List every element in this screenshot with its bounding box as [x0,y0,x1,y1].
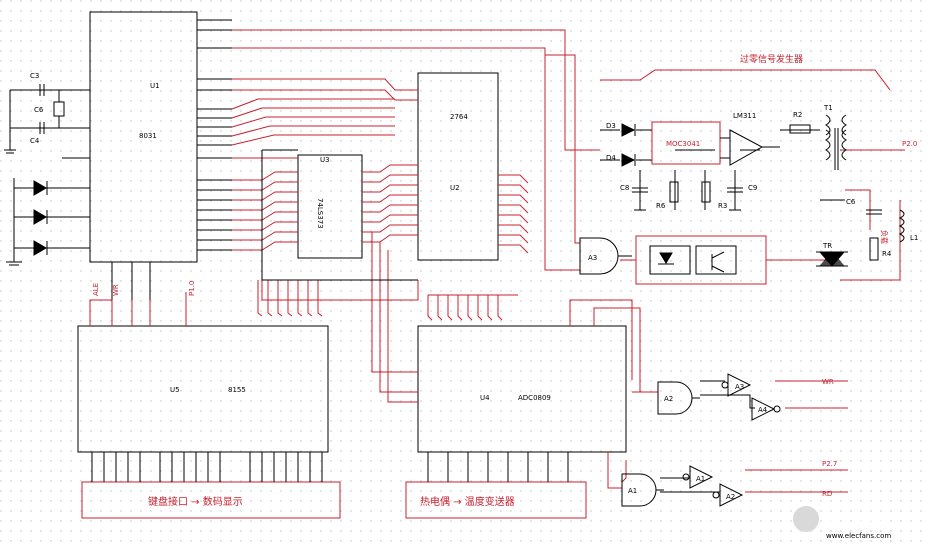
svg-text:L1: L1 [910,234,918,242]
triac [816,251,848,267]
bridge-diodes [621,123,652,167]
svg-text:2764: 2764 [450,113,468,121]
transformer [789,114,847,170]
chip-adc0809: U4 ADC0809 [417,325,627,453]
svg-text:TR: TR [822,242,832,250]
svg-text:WR: WR [822,378,834,386]
svg-text:负载: 负载 [880,230,889,244]
svg-text:www.elecfans.com: www.elecfans.com [826,532,891,540]
u1-ref: U1 [150,82,160,90]
svg-text:A3: A3 [735,383,744,391]
chip-bottom-pins [91,452,569,482]
svg-text:A2: A2 [664,395,673,403]
svg-text:C4: C4 [30,137,40,145]
svg-text:ADC0809: ADC0809 [518,394,551,402]
chip-8155: U5 8155 [77,325,329,453]
svg-text:C9: C9 [748,184,757,192]
optocoupler [649,245,737,275]
zero-crossing-title: 过零信号发生器 [740,53,803,65]
passive-components [632,181,882,261]
svg-text:WR: WR [112,284,120,296]
chip-u3-latch: U3 74LS373 [297,154,363,259]
inverters [682,373,781,507]
svg-text:A4: A4 [758,406,768,414]
watermark-logo: 电子发烧友 www.elecfans.com [793,506,891,540]
and-gate-a3 [579,237,632,275]
svg-text:C3: C3 [30,72,39,80]
svg-text:A1: A1 [696,475,705,483]
thermocouple-box-label: 热电偶 → 温度变送器 [420,495,515,508]
and-gate-a1 [621,473,664,507]
load-coil [898,209,905,243]
crystal-oscillator [4,84,65,154]
svg-text:RD: RD [822,490,832,498]
chip-u2-eprom: 2764 U2 [417,72,499,261]
svg-text:D3: D3 [606,122,616,130]
led-array [6,178,62,266]
svg-text:A3: A3 [588,254,597,262]
svg-text:8155: 8155 [228,386,246,394]
svg-text:A2: A2 [726,493,735,501]
svg-text:MOC3041: MOC3041 [666,140,700,148]
red-wiring [81,29,905,519]
svg-text:ALE: ALE [92,283,100,296]
svg-text:电子发烧友: 电子发烧友 [826,512,891,528]
svg-text:C6: C6 [34,106,44,114]
svg-text:C8: C8 [620,184,629,192]
svg-text:A1: A1 [628,487,637,495]
svg-text:P1.0: P1.0 [188,281,196,296]
moc-box [651,121,721,165]
svg-text:T1: T1 [823,104,833,112]
svg-text:R2: R2 [793,111,802,119]
svg-text:U3: U3 [320,156,330,164]
svg-text:P2.7: P2.7 [822,460,837,468]
svg-text:C6: C6 [846,198,856,206]
and-gate-a2 [657,381,700,415]
comparator-lm311 [720,129,780,166]
u1-chip: 8031 [139,132,157,140]
svg-text:D4: D4 [606,154,616,162]
keyboard-display-box-label: 键盘接口 → 数码显示 [148,495,243,508]
svg-text:U4: U4 [480,394,490,402]
svg-text:R4: R4 [882,250,892,258]
svg-text:R3: R3 [718,202,727,210]
chip-u1: U1 8031 [62,11,232,300]
svg-text:LM311: LM311 [733,112,756,120]
svg-text:U5: U5 [170,386,180,394]
svg-text:P2.0: P2.0 [902,140,917,148]
svg-text:R6: R6 [656,202,666,210]
svg-text:74LS373: 74LS373 [316,198,324,229]
svg-text:U2: U2 [450,184,460,192]
